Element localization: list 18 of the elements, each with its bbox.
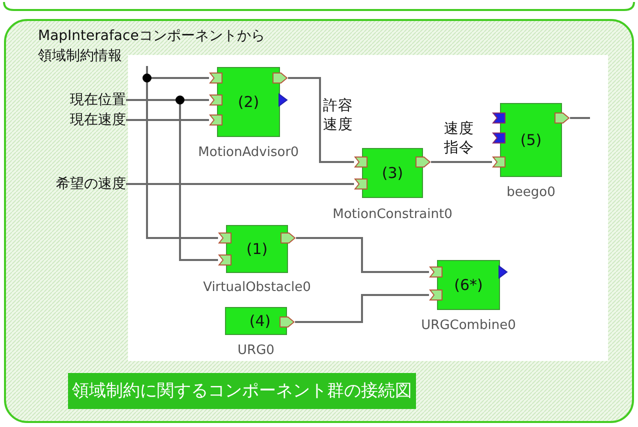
component-name: MotionConstraint0 xyxy=(332,207,452,222)
component-name: beego0 xyxy=(506,185,556,200)
connector-line xyxy=(296,237,429,273)
component-name: URG0 xyxy=(238,343,274,358)
connector-line xyxy=(431,161,492,163)
component-name: URGCombine0 xyxy=(421,318,516,333)
input-label: 現在位置 xyxy=(40,90,126,110)
input-label: 希望の速度 xyxy=(20,174,126,194)
component-name: MotionAdvisor0 xyxy=(198,145,299,160)
connector-line xyxy=(126,183,354,185)
caption-banner: 領域制約に関するコンポーネント群の接続図 xyxy=(68,373,416,409)
connector-line xyxy=(126,119,209,121)
input-label: 現在速度 xyxy=(40,110,126,130)
input-label: MapInterafaceコンポーネントから領域制約情報 xyxy=(38,26,270,66)
connector-line xyxy=(295,294,429,323)
connector-line xyxy=(570,117,590,119)
connector-line xyxy=(288,77,354,163)
component-name: VirtualObstacle0 xyxy=(203,280,311,295)
